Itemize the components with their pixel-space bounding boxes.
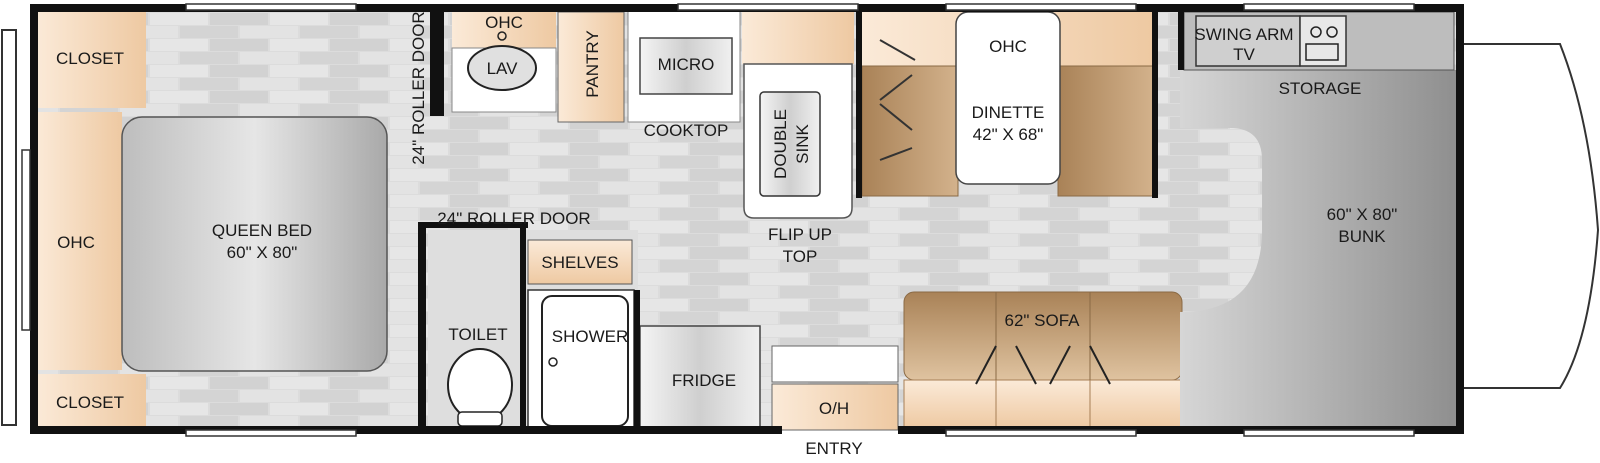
toilet-label: TOILET — [448, 325, 507, 344]
fridge[interactable] — [639, 325, 761, 431]
flip-up-top-label: FLIP UP — [768, 225, 832, 244]
micro-label: MICRO — [658, 55, 715, 74]
bunk-size-label: 60" X 80" — [1327, 205, 1398, 224]
oh-label: O/H — [819, 399, 849, 418]
fridge-label: FRIDGE — [672, 371, 736, 390]
bunk-label: BUNK — [1338, 227, 1386, 246]
sofa-cushion-right[interactable] — [1089, 379, 1183, 429]
kitchen-cabinet-top — [742, 12, 854, 64]
toilet-bowl[interactable] — [447, 348, 513, 422]
swing-arm-tv-label: SWING ARM — [1194, 25, 1293, 44]
cab-outline — [1462, 43, 1600, 389]
interior-walls — [418, 6, 1184, 430]
queen-bed[interactable] — [121, 116, 388, 372]
burner-tray — [1305, 43, 1339, 61]
seatbelt-icons — [879, 39, 916, 161]
shower-drain-icon — [548, 357, 558, 367]
swing-arm-tv[interactable] — [1195, 15, 1301, 67]
burner-icon — [1310, 26, 1322, 38]
dinette-label: DINETTE — [972, 103, 1045, 122]
dinette-size-label: 42" X 68" — [973, 125, 1044, 144]
micro[interactable] — [639, 37, 733, 95]
sofa-label: 62" SOFA — [1004, 311, 1080, 330]
lav-sink[interactable] — [467, 45, 537, 91]
cooktop-label: COOKTOP — [644, 121, 729, 140]
ohc-rear-label: OHC — [57, 233, 95, 252]
flip-up-top-label-2: TOP — [783, 247, 818, 266]
ohc-rear[interactable] — [36, 112, 122, 370]
sofa-seatbelt-icons — [975, 345, 1111, 385]
closet-bottom[interactable] — [36, 374, 146, 426]
lav-faucet-icon — [497, 31, 507, 41]
entry-label: ENTRY — [805, 439, 862, 458]
ohc-dinette-label: OHC — [989, 37, 1027, 56]
closet-bottom-label: CLOSET — [56, 393, 124, 412]
windows — [21, 3, 1415, 437]
sofa-back — [903, 291, 1183, 381]
closet-top-label: CLOSET — [56, 49, 124, 68]
cooktop-burners — [1299, 15, 1347, 67]
double-sink[interactable] — [759, 91, 821, 197]
dinette-seat-right[interactable] — [1057, 65, 1155, 197]
entry-step — [771, 345, 899, 383]
double-sink-label-2: SINK — [793, 124, 812, 164]
shelves[interactable] — [527, 239, 633, 285]
cabover-bunk[interactable] — [1180, 70, 1456, 430]
rear-bumper — [1, 29, 17, 426]
oh-cabinet[interactable] — [771, 383, 899, 431]
queen-bed-label: QUEEN BED — [212, 221, 312, 240]
ohc-bath-label: OHC — [485, 13, 523, 32]
ohc-bath[interactable] — [452, 10, 556, 48]
double-sink-label: DOUBLE — [771, 109, 790, 179]
pantry-label: PANTRY — [583, 30, 602, 97]
storage-label: STORAGE — [1279, 79, 1362, 98]
queen-bed-size-label: 60" X 80" — [227, 243, 298, 262]
shower[interactable] — [541, 295, 629, 427]
dinette-seat-left[interactable] — [861, 65, 959, 197]
roller-door-horizontal-label: 24" ROLLER DOOR — [437, 209, 590, 228]
swing-arm-tv-label-2: TV — [1233, 45, 1255, 64]
sofa-cushion-center[interactable] — [995, 379, 1091, 429]
toilet-tank — [457, 411, 503, 427]
sofa-cushion-left[interactable] — [903, 379, 997, 429]
shelves-label: SHELVES — [541, 253, 618, 272]
shower-label: SHOWER — [552, 327, 629, 346]
closet-top[interactable] — [36, 10, 146, 108]
roller-door-vertical-label: 24" ROLLER DOOR — [409, 11, 428, 164]
lav-label: LAV — [487, 59, 519, 78]
burner-icon — [1326, 26, 1338, 38]
